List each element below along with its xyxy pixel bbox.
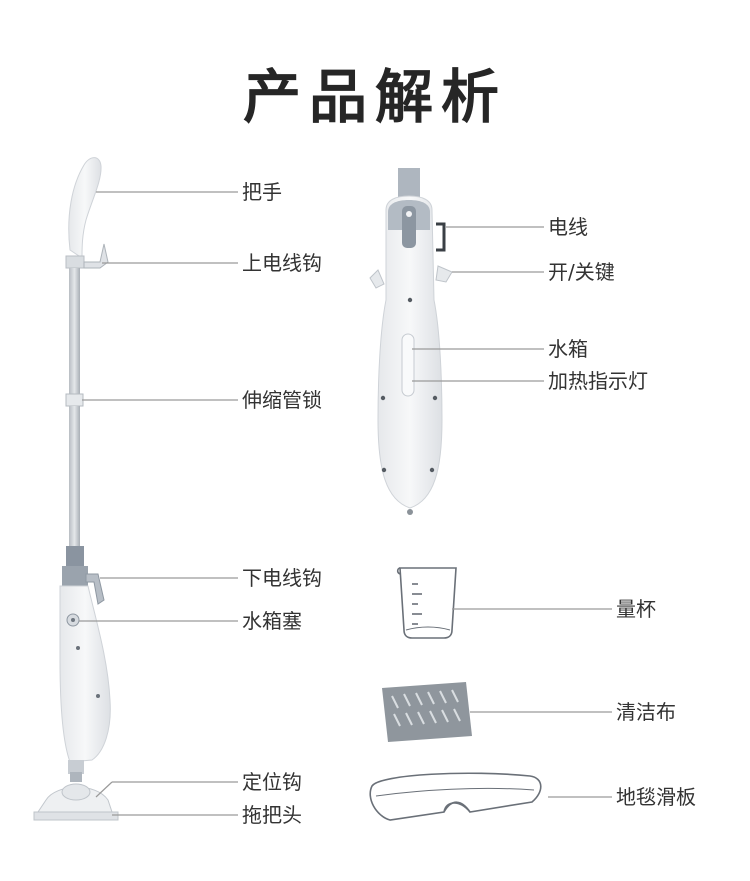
label-positioning-hook: 定位钩 [242,770,302,794]
handle-shape [68,157,102,259]
label-telescopic-lock: 伸缩管锁 [242,388,322,412]
left-leader-lines [79,191,238,816]
steam-mop-full [33,157,119,821]
label-mop-head: 拖把头 [242,803,302,827]
label-cleaning-cloth: 清洁布 [616,700,676,724]
cleaning-cloth-shape [382,682,472,742]
label-power-cord: 电线 [548,215,588,239]
label-power-switch: 开/关键 [548,260,615,284]
right-top-leader-lines [412,226,544,382]
label-heat-indicator: 加热指示灯 [548,369,648,393]
carpet-glider-shape [369,772,542,821]
label-handle: 把手 [242,180,282,204]
label-upper-cord-hook: 上电线钩 [242,251,322,275]
label-lower-cord-hook: 下电线钩 [242,566,322,590]
label-measuring-cup: 量杯 [616,597,656,621]
measuring-cup-shape [396,567,457,639]
mop-body-shape [59,585,111,763]
handheld-unit [369,168,453,515]
label-water-tank: 水箱 [548,337,588,361]
page-title: 产品解析 [242,63,507,131]
label-carpet-glider: 地毯滑板 [616,785,696,809]
label-tank-plug: 水箱塞 [242,609,302,633]
